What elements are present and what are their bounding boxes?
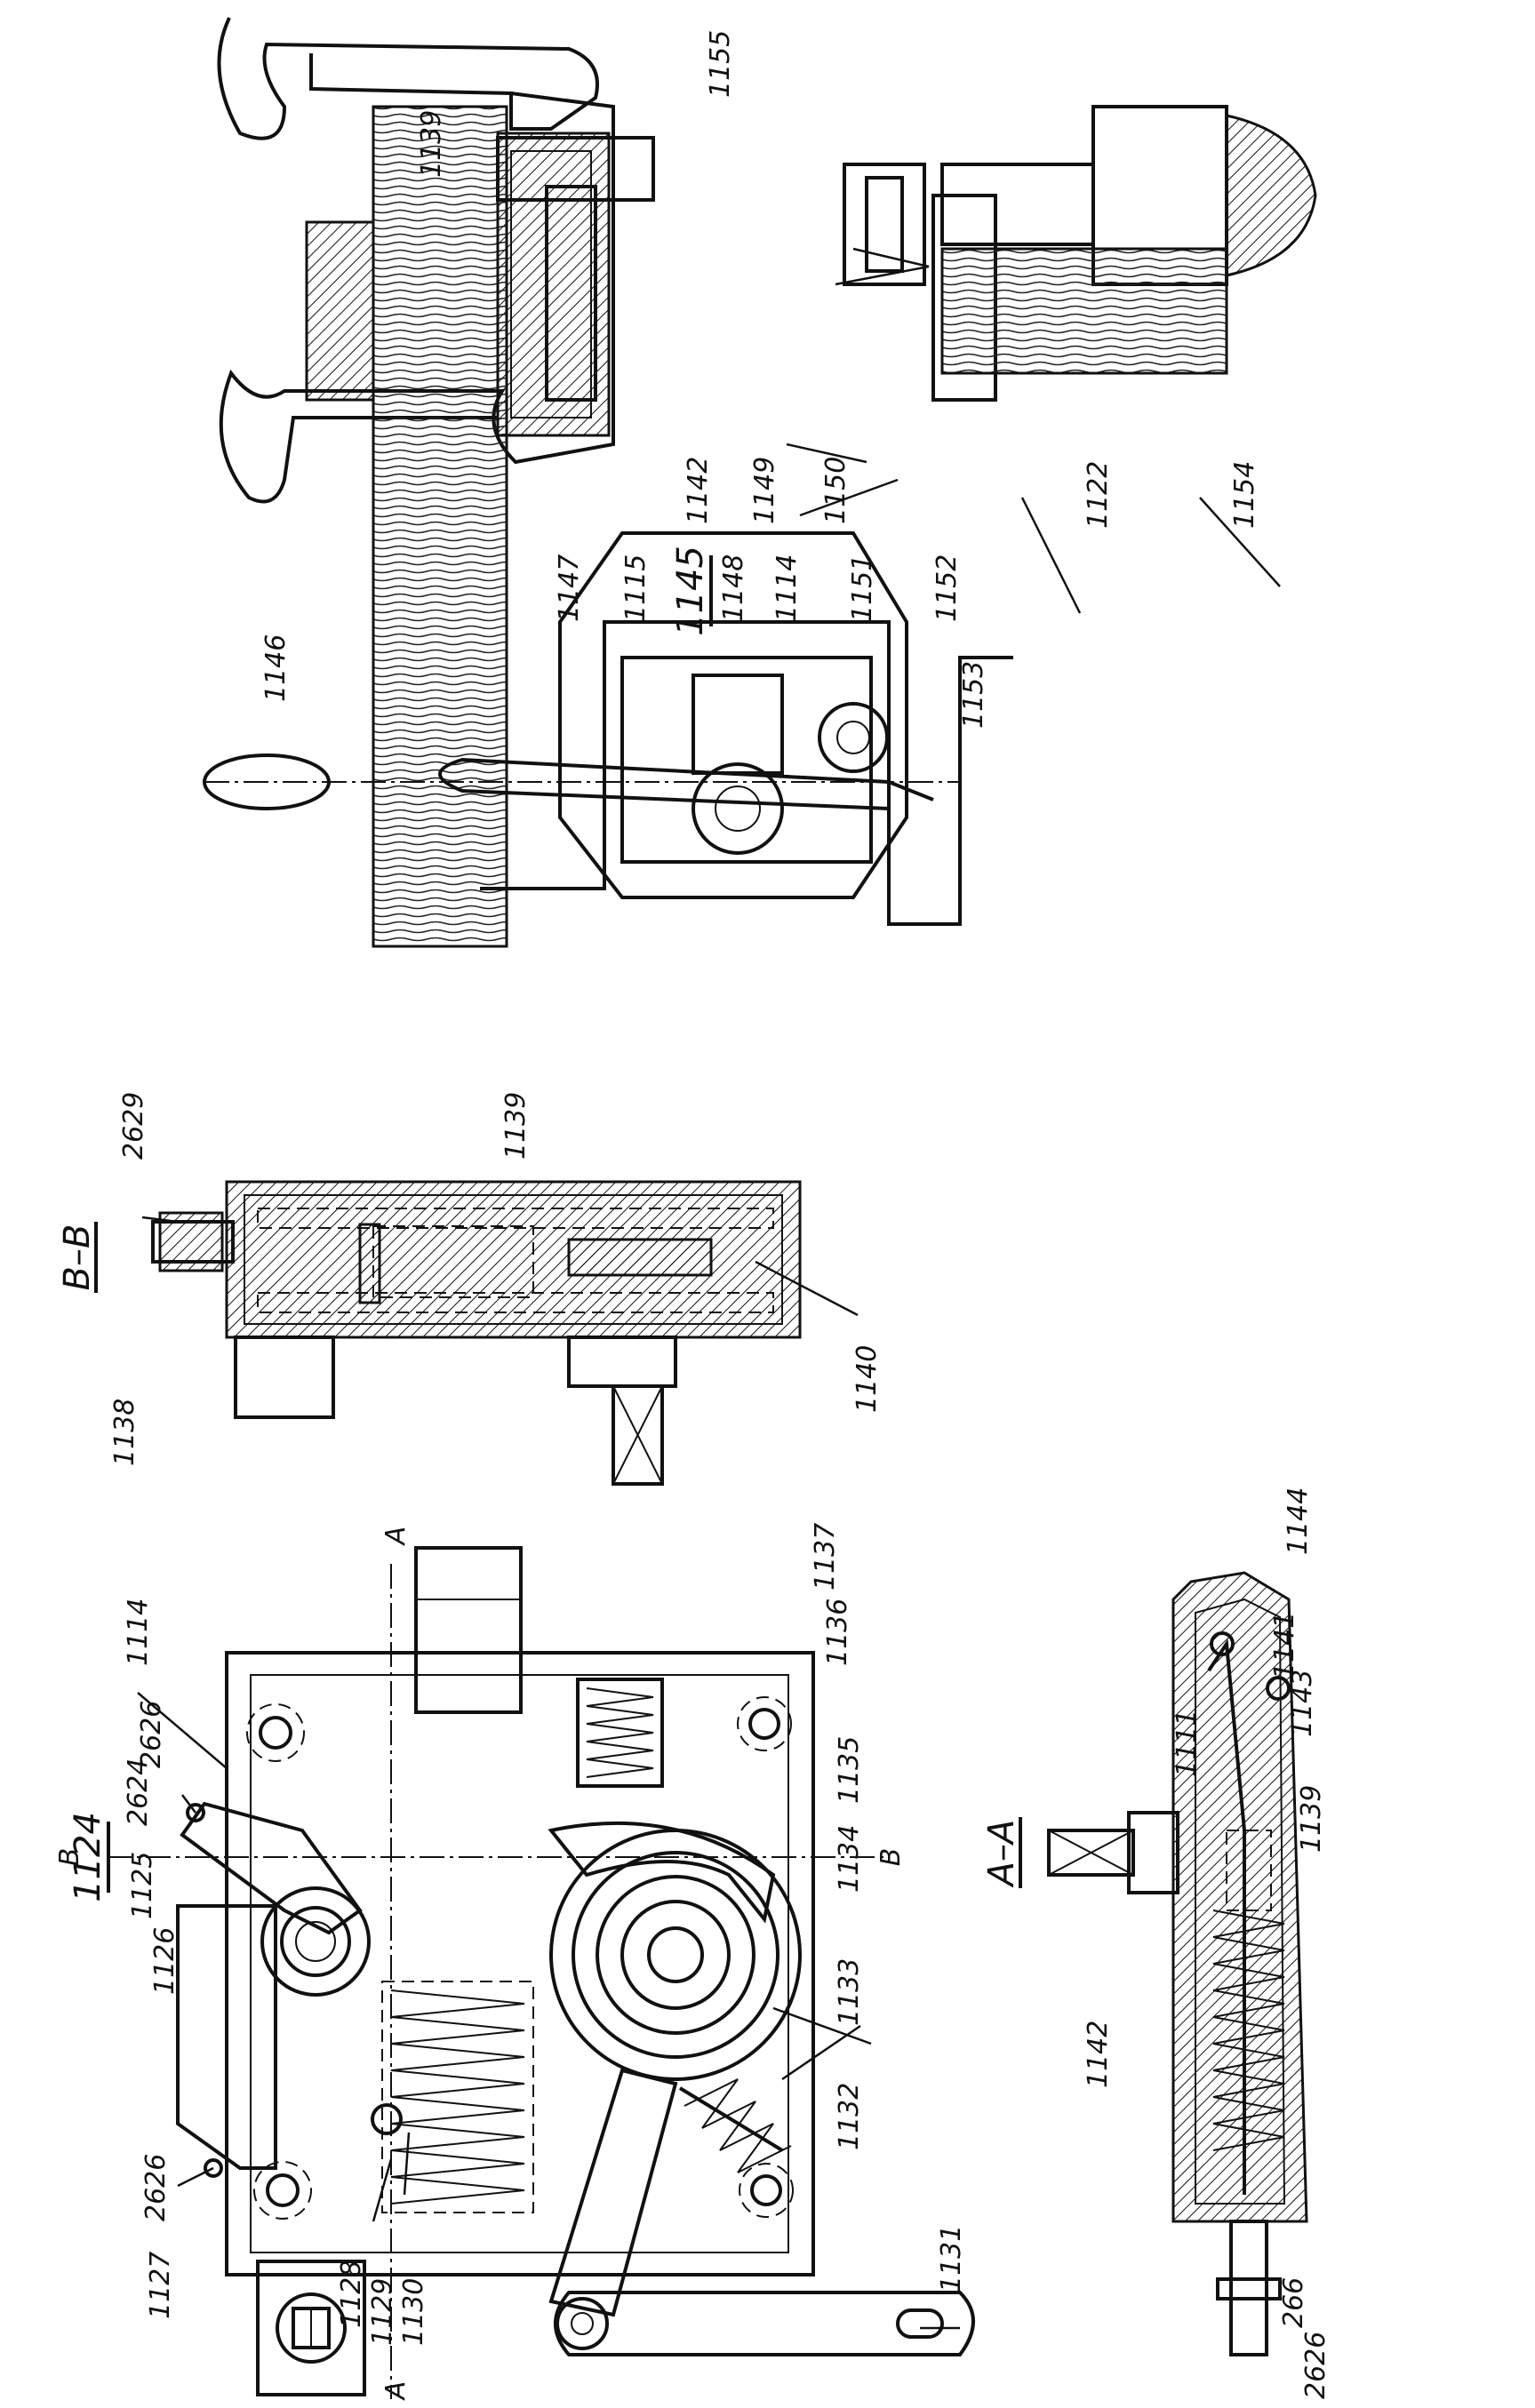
handle-upper-grip xyxy=(217,17,599,140)
callout-label: 1142 xyxy=(683,457,714,524)
handle-knob-1154 xyxy=(1225,114,1317,277)
coil-spring-1130 xyxy=(390,1989,525,2205)
aa-boss xyxy=(1127,1811,1179,1894)
bb-boss-1138 xyxy=(234,1336,335,1419)
callout-label: 2626 xyxy=(140,2154,172,2221)
view-title-1124: 1124 xyxy=(68,1812,108,1902)
callout-label: 1141 xyxy=(1269,1612,1300,1679)
callout-label: 1152 xyxy=(931,554,963,622)
lock-housing-inner xyxy=(250,1674,789,2253)
outer-lever-1146 xyxy=(438,757,934,810)
lever-arm-left xyxy=(176,1904,277,2170)
aa-lever-1111 xyxy=(1207,1639,1246,2195)
callout-label: 1143 xyxy=(1287,1670,1318,1737)
callout-label: 2626 xyxy=(136,1701,167,1768)
mount-hole-3 xyxy=(253,2161,312,2220)
callout-label: 1127 xyxy=(145,2252,176,2319)
callout-label: 1137 xyxy=(810,1523,841,1591)
aa-stem xyxy=(1229,2220,1268,2356)
callout-label: 1133 xyxy=(834,1958,865,2026)
callout-label: 1126 xyxy=(149,1927,180,1995)
callout-label: 2626 xyxy=(1300,2332,1331,2399)
aa-spring-1142 xyxy=(1212,1910,1285,2151)
bb-slide-plate xyxy=(567,1238,713,1277)
lock-front-body xyxy=(558,531,908,899)
callout-label: 1149 xyxy=(749,457,780,524)
callout-label: 1150 xyxy=(820,457,851,524)
callout-label: 1139 xyxy=(1296,1785,1327,1853)
callout-label: 1130 xyxy=(398,2278,429,2346)
callout-label: 1138 xyxy=(109,1399,140,1466)
callout-label: 1153 xyxy=(958,661,989,729)
leader-lines xyxy=(137,247,1281,2330)
callout-label: 1151 xyxy=(847,554,878,622)
lower-arm-1131 xyxy=(554,2291,975,2356)
cam-1135 xyxy=(548,1821,776,1924)
aa-square-shaft xyxy=(1047,1829,1135,1877)
coil-spring-1132 xyxy=(684,2078,792,2173)
callout-label: 1139 xyxy=(416,110,447,178)
callout-label: 1135 xyxy=(834,1736,865,1804)
bb-housing-shell xyxy=(225,1180,802,1339)
lock-body-side xyxy=(480,620,1013,926)
escutcheon-plate xyxy=(496,132,611,437)
callout-label: 1144 xyxy=(1283,1487,1314,1555)
view-title-1145: 1145 xyxy=(670,546,711,636)
callout-label: 1131 xyxy=(936,2225,967,2292)
latch-bolt xyxy=(414,1546,523,1714)
callout-label: 1155 xyxy=(705,30,736,98)
lock-housing-outline xyxy=(225,1651,815,2276)
callout-label: 1114 xyxy=(123,1599,154,1666)
lock-cylinder-housing xyxy=(843,163,926,286)
callout-label: 1140 xyxy=(851,1345,883,1413)
view-title-aa: A–A xyxy=(981,1820,1022,1889)
plunger-1136 xyxy=(576,1678,664,1788)
callout-label: 2624 xyxy=(123,1758,154,1826)
section-aa-view: A–A xyxy=(981,1571,1308,2356)
view-title-bb: B–B xyxy=(57,1224,98,1291)
callout-label: 1132 xyxy=(834,2083,865,2150)
spring-housing xyxy=(381,1981,534,2213)
callout-label: 1115 xyxy=(620,554,652,622)
section-mark-b-left: B xyxy=(54,1848,85,1867)
callout-label: 1146 xyxy=(260,634,292,702)
key-square xyxy=(256,2260,366,2396)
mount-hole-1 xyxy=(246,1703,305,1762)
lock-cylinder-1122 xyxy=(940,163,1095,246)
section-bb-view: B–B xyxy=(57,1180,802,1486)
callout-label: 266 xyxy=(1278,2277,1309,2328)
section-mark-a-top: A xyxy=(380,1527,412,1547)
mechanism-view: 1124 A A B B xyxy=(54,1527,975,2402)
callout-label: 1154 xyxy=(1229,461,1260,529)
bb-square-shaft xyxy=(612,1384,664,1486)
handle-lock-view: 1145 xyxy=(203,17,1317,948)
callout-label: 2629 xyxy=(118,1092,149,1160)
callout-label: 1114 xyxy=(771,554,803,622)
door-leaf-wood xyxy=(372,105,508,948)
callout-label: 1122 xyxy=(1083,461,1114,529)
callout-label: 1128 xyxy=(336,2260,367,2328)
callout-label: 1147 xyxy=(554,554,585,622)
mount-hole-2 xyxy=(737,1696,792,1751)
callout-label: 1139 xyxy=(500,1092,532,1160)
mount-hole-4 xyxy=(739,2163,794,2218)
callout-label: 1134 xyxy=(834,1825,865,1893)
bb-bolt xyxy=(372,1225,534,1298)
callout-label: 1142 xyxy=(1083,2021,1114,2088)
link-arm xyxy=(548,2068,678,2317)
callout-label: 1125 xyxy=(127,1852,158,1919)
callout-label: 1136 xyxy=(822,1599,853,1666)
spindle-hub xyxy=(260,1886,371,1997)
callout-label: 1148 xyxy=(718,554,749,622)
section-mark-a-bottom: A xyxy=(380,2381,412,2402)
section-mark-b-right: B xyxy=(875,1848,907,1867)
callout-label: 1111 xyxy=(1171,1710,1203,1777)
callout-label: 1129 xyxy=(367,2278,398,2346)
callout-labels: 1114 2626 2624 1125 1126 2626 1127 1128 … xyxy=(109,30,1331,2399)
